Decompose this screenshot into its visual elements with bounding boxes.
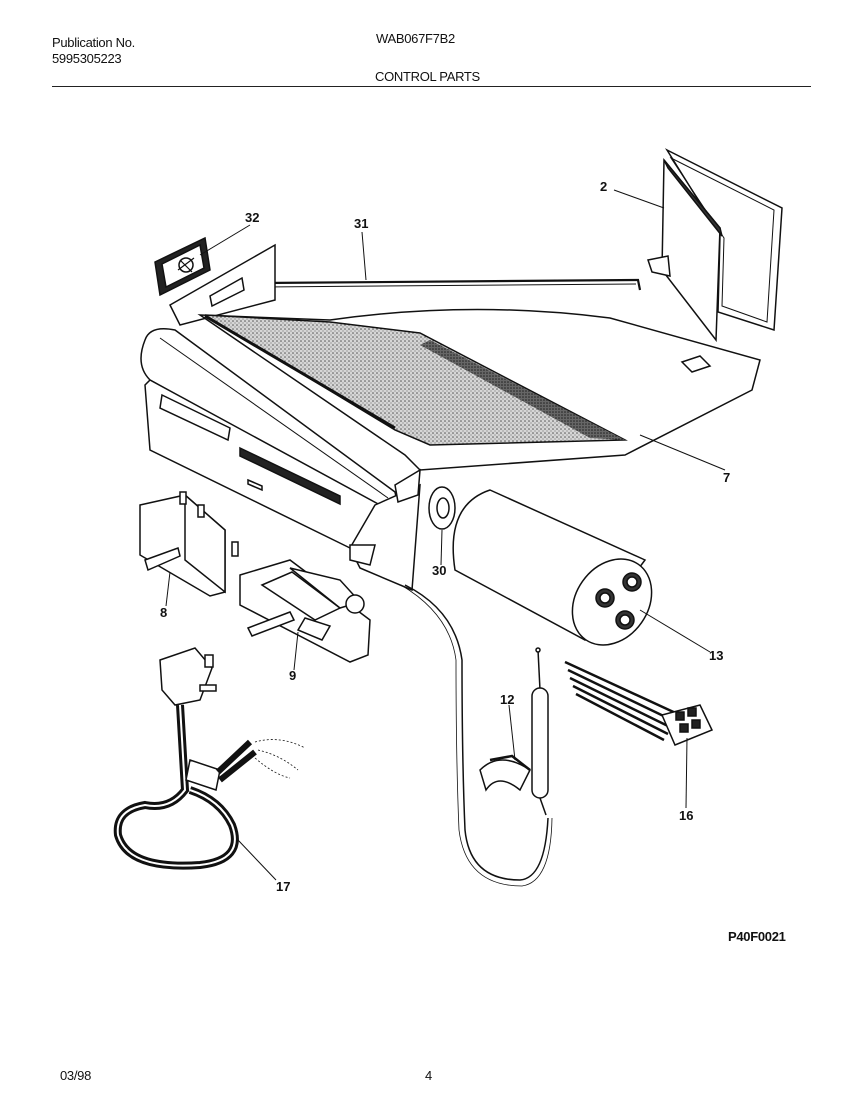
part-9-thermostat: [239, 559, 371, 663]
callout-9: 9: [289, 668, 296, 683]
part-8-rotary-switch: [139, 491, 239, 597]
publication-label: Publication No.: [52, 35, 135, 50]
part-2-filter-panel: [647, 148, 783, 343]
callout-31: 31: [354, 216, 368, 231]
header-rule: [52, 86, 811, 87]
footer-date: 03/98: [60, 1068, 92, 1083]
callout-7: 7: [723, 470, 730, 485]
part-17-power-cord: [113, 647, 306, 870]
part-16-wire-harness: [564, 660, 714, 746]
callout-leaders: [165, 189, 726, 881]
drawing-code: P40F0021: [728, 929, 786, 944]
part-32-switch-plate: [154, 236, 211, 297]
callout-13: 13: [709, 648, 723, 663]
callout-8: 8: [160, 605, 167, 620]
callout-2: 2: [600, 179, 607, 194]
callout-12: 12: [500, 692, 514, 707]
callout-17: 17: [276, 879, 290, 894]
publication-number: 5995305223: [52, 51, 122, 66]
callout-30: 30: [432, 563, 446, 578]
capillary-tube: [400, 584, 553, 887]
callout-16: 16: [679, 808, 693, 823]
section-title: CONTROL PARTS: [375, 69, 480, 84]
callout-32: 32: [245, 210, 259, 225]
part-12-sensing-bulb: [479, 647, 549, 816]
model-number: WAB067F7B2: [376, 31, 455, 46]
part-30-washer: [428, 486, 456, 530]
part-7-control-housing: [140, 308, 761, 592]
part-13-capacitor: [452, 489, 653, 646]
part-31-rod: [257, 278, 642, 291]
housing-side-panel: [169, 243, 276, 326]
callout-labels: 2 32 31 7 30 13 8 9 12 16 17: [160, 179, 730, 894]
page-number: 4: [425, 1068, 432, 1083]
